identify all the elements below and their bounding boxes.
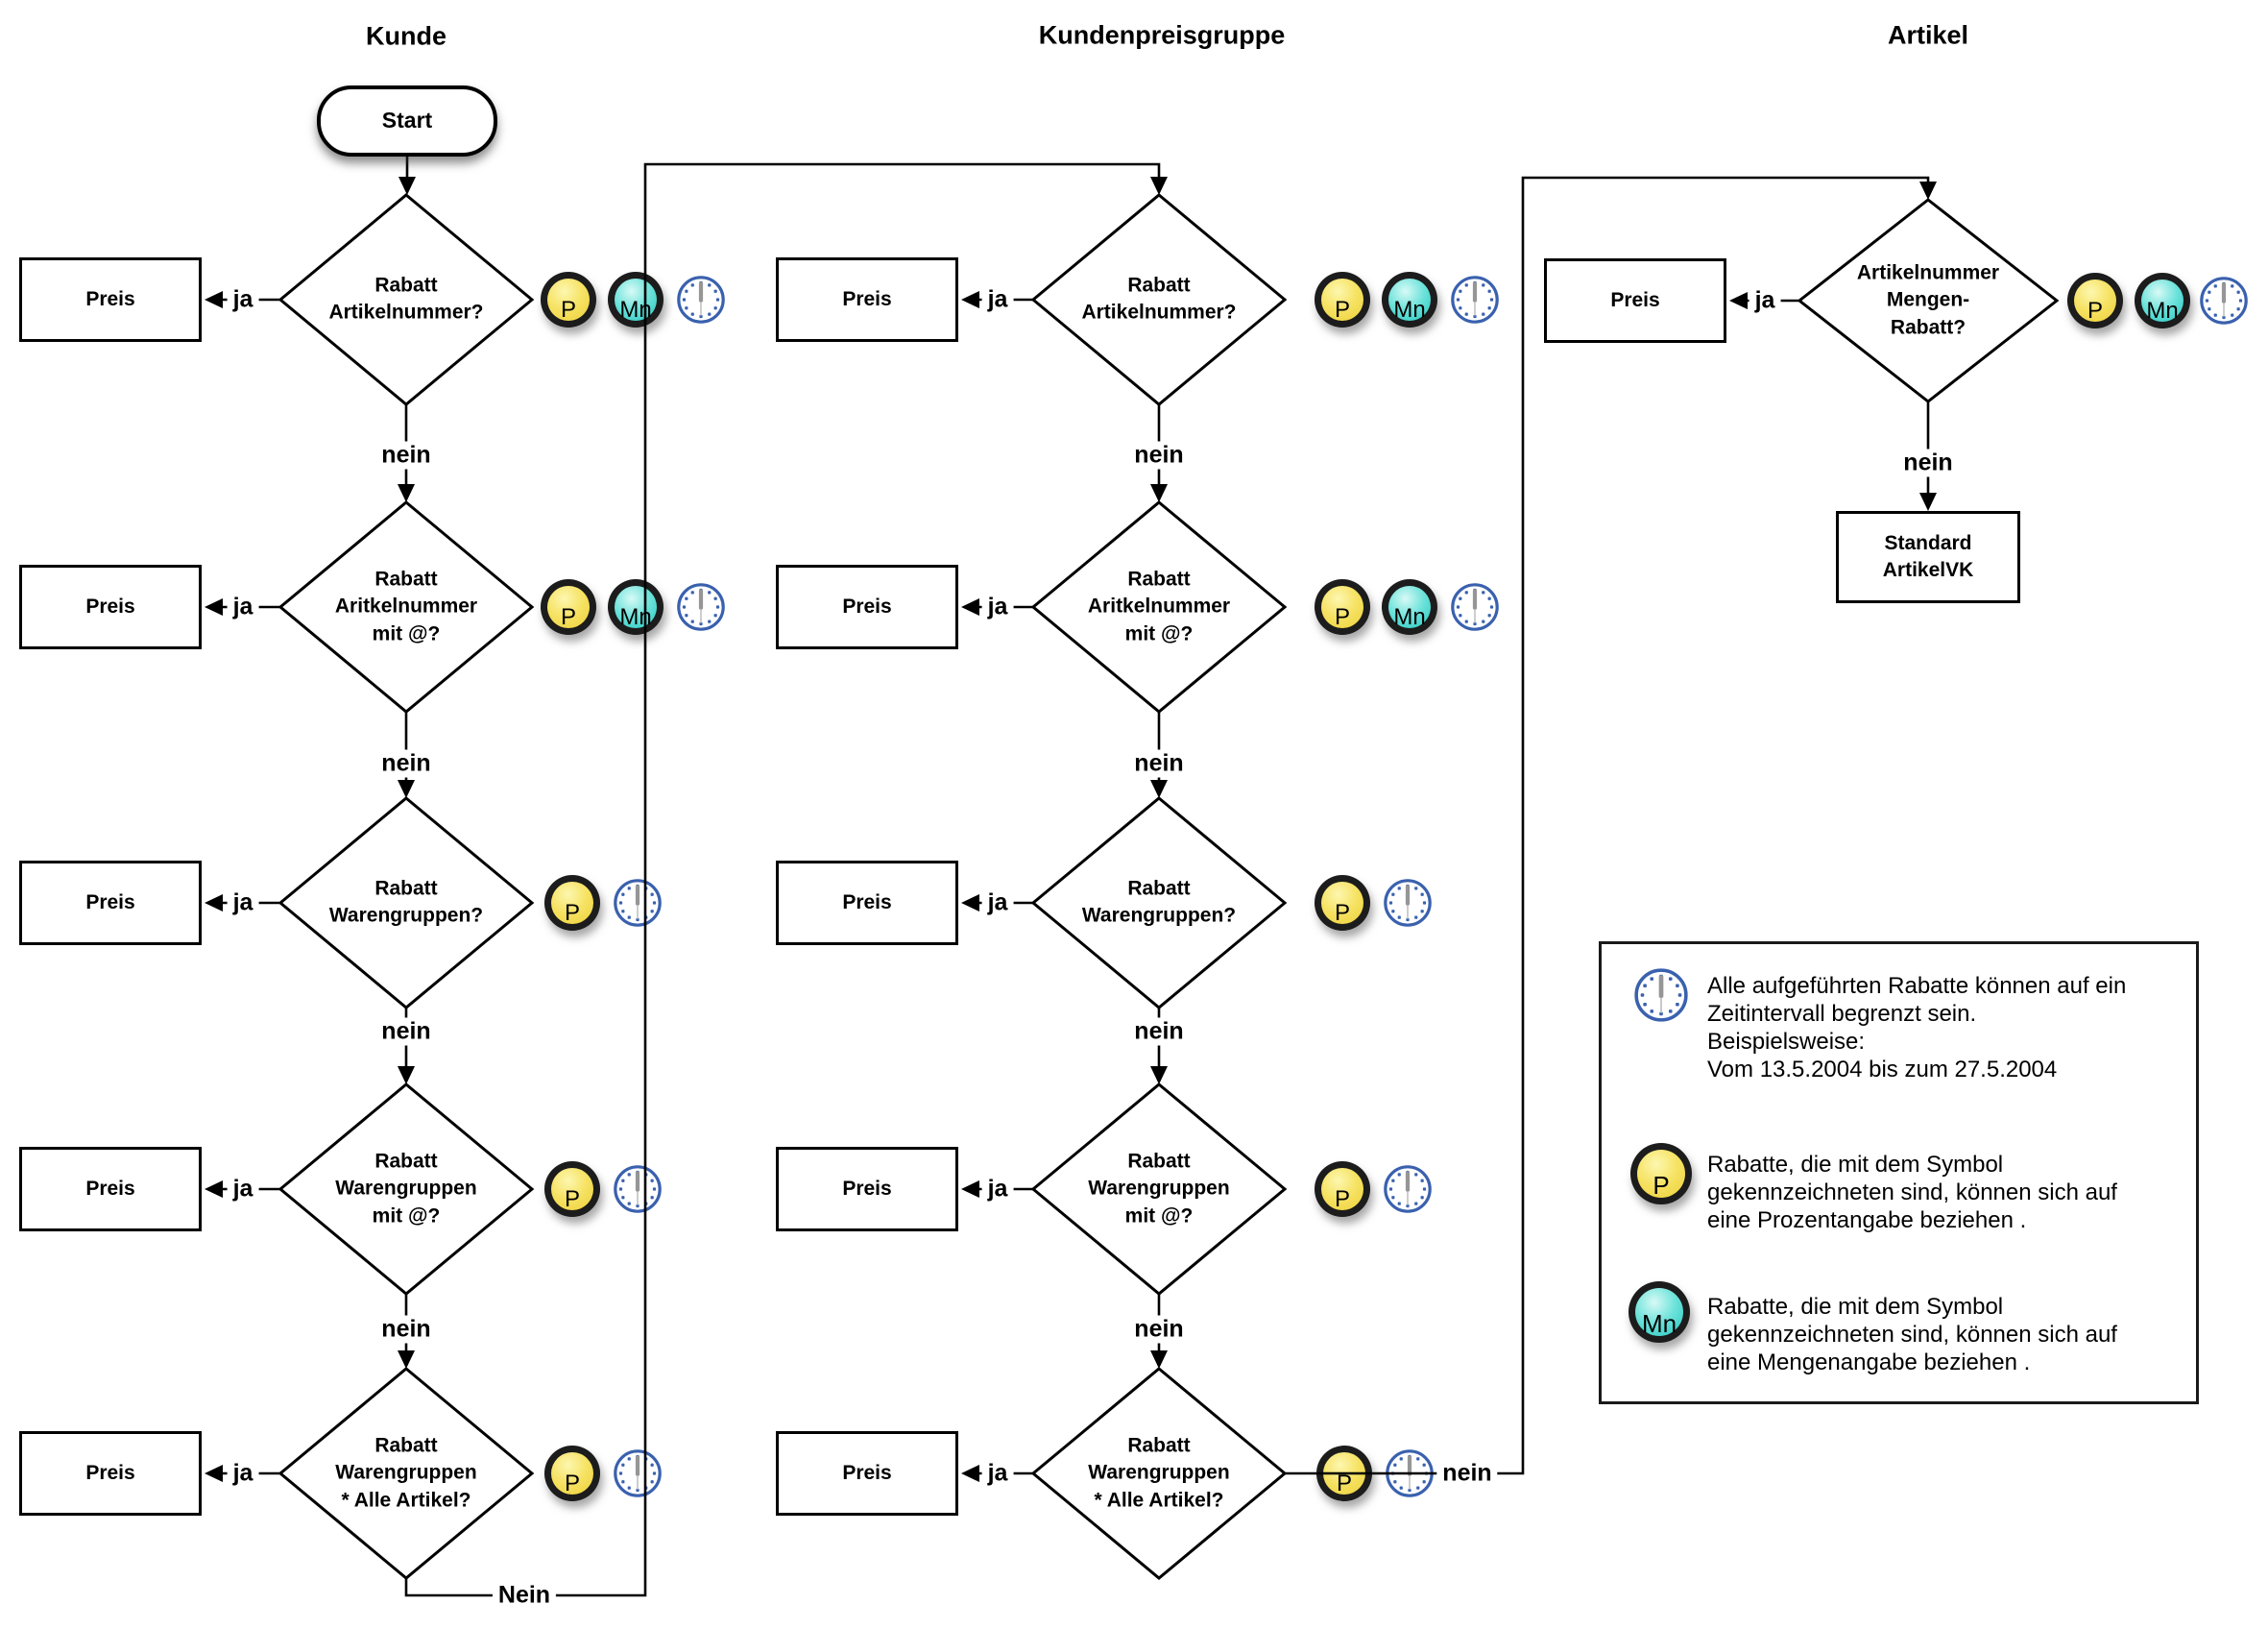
preis-box: Preis: [19, 861, 202, 945]
decision-question: Rabatt Warengruppen mit @?: [1088, 1150, 1230, 1228]
prozent-p-icon: P: [1315, 875, 1370, 931]
legend-prozent-text: Rabatte, die mit dem Symbol gekennzeichn…: [1707, 1152, 2117, 1233]
mn-icon-face: [1388, 279, 1431, 321]
decision-question: Rabatt Warengruppen * Alle Artikel?: [1088, 1434, 1230, 1512]
nein-label: nein: [1897, 449, 1959, 477]
preis-box: Preis: [776, 861, 958, 945]
decision-question: Rabatt Warengruppen mit @?: [335, 1150, 477, 1228]
preis-box: Preis: [776, 1147, 958, 1231]
column-header-kundenpreisgruppe: Kundenpreisgruppe: [1038, 20, 1286, 50]
decision-question: Rabatt Aritkelnummer mit @?: [334, 568, 478, 645]
mn-icon-face: [615, 279, 657, 321]
preis-box: Preis: [19, 257, 202, 342]
legend-box: [1599, 941, 2199, 1404]
p-icon-face: [547, 279, 590, 321]
preis-box: Preis: [19, 1147, 202, 1231]
prozent-p-icon: P: [541, 579, 596, 635]
prozent-p-icon: P: [2067, 273, 2123, 328]
p-icon-face: [551, 882, 593, 924]
ja-label: ja: [981, 593, 1014, 621]
zeitintervall-clock-icon: [1633, 967, 1689, 1023]
column-header-kunde: Kunde: [366, 21, 446, 51]
p-icon-face: [551, 1452, 593, 1495]
menge-mn-icon: Mn: [1629, 1281, 1690, 1343]
prozent-p-icon: P: [1315, 272, 1370, 328]
prozent-p-icon: P: [544, 875, 600, 931]
prozent-p-icon: P: [1315, 1161, 1370, 1217]
prozent-p-icon: P: [1315, 579, 1370, 635]
decision-diamond: [1030, 1367, 1288, 1580]
decision-question: Rabatt Warengruppen?: [328, 877, 484, 927]
mn-icon-face: [1388, 586, 1431, 628]
nein-label: nein: [1128, 1315, 1190, 1344]
preis-box: Preis: [1544, 258, 1726, 343]
nein-label: nein: [1128, 441, 1190, 470]
ja-label: ja: [227, 1459, 259, 1488]
ja-label: ja: [227, 593, 259, 621]
menge-mn-icon: Mn: [1382, 272, 1437, 328]
prozent-p-icon: P: [544, 1446, 600, 1501]
prozent-p-icon: P: [544, 1161, 600, 1217]
ja-label: ja: [1749, 286, 1781, 315]
legend-zeitintervall-text: Alle aufgeführten Rabatte können auf ein…: [1707, 973, 2127, 1082]
standard-artikelvk-box: Standard ArtikelVK: [1836, 511, 2020, 603]
p-icon-face: [2074, 280, 2116, 322]
nein-loop-label-kunde: Nein: [492, 1581, 557, 1610]
menge-mn-icon: Mn: [1382, 579, 1437, 635]
preis-box: Preis: [776, 565, 958, 649]
decision-question: Rabatt Aritkelnummer mit @?: [1087, 568, 1231, 645]
legend-menge-text: Rabatte, die mit dem Symbol gekennzeichn…: [1707, 1294, 2117, 1375]
prozent-p-icon: P: [1630, 1143, 1692, 1204]
preis-box: Preis: [776, 1431, 958, 1516]
ja-label: ja: [981, 1459, 1014, 1488]
prozent-p-icon: P: [541, 272, 596, 328]
preis-box: Preis: [776, 257, 958, 342]
ja-label: ja: [981, 285, 1014, 314]
ja-label: ja: [981, 1175, 1014, 1204]
decision-question: Artikelnummer Mengen- Rabatt?: [1856, 261, 2000, 339]
p-icon-face: [551, 1168, 593, 1210]
ja-label: ja: [227, 888, 259, 917]
menge-mn-icon: Mn: [2135, 273, 2190, 328]
decision-question: Rabatt Artikelnummer?: [1081, 274, 1237, 324]
p-icon-face: [1321, 882, 1363, 924]
mn-icon-face: [1635, 1288, 1683, 1336]
nein-label: nein: [375, 1315, 437, 1344]
ja-label: ja: [227, 285, 259, 314]
p-icon-face: [547, 586, 590, 628]
mn-icon-face: [2141, 280, 2184, 322]
preis-box: Preis: [19, 565, 202, 649]
nein-loop-label-kundenpreisgruppe: nein: [1436, 1459, 1498, 1488]
p-icon-face: [1637, 1150, 1685, 1198]
p-icon-face: [1321, 279, 1363, 321]
p-icon-face: [1321, 1168, 1363, 1210]
column-header-artikel: Artikel: [1887, 20, 1969, 50]
menge-mn-icon: Mn: [608, 272, 664, 328]
decision-question: Rabatt Warengruppen * Alle Artikel?: [335, 1434, 477, 1512]
nein-label: nein: [1128, 749, 1190, 778]
mn-icon-face: [615, 586, 657, 628]
arrowheads: [205, 177, 1937, 1482]
nein-label: nein: [1128, 1017, 1190, 1046]
nein-label: nein: [375, 1017, 437, 1046]
ja-label: ja: [981, 888, 1014, 917]
start-node: Start: [317, 85, 497, 157]
ja-label: ja: [227, 1175, 259, 1204]
nein-label: nein: [375, 749, 437, 778]
nein-label: nein: [375, 441, 437, 470]
decision-question: Rabatt Artikelnummer?: [328, 274, 484, 324]
decision-question: Rabatt Warengruppen?: [1081, 877, 1237, 927]
preis-box: Preis: [19, 1431, 202, 1516]
p-icon-face: [1321, 586, 1363, 628]
